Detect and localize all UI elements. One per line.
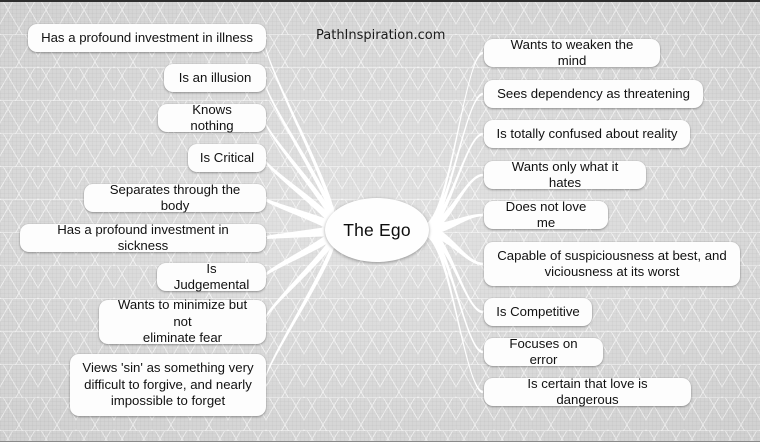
branch-curve bbox=[423, 224, 483, 314]
branch-node-label: Is totally confused about reality bbox=[496, 125, 678, 141]
branch-node[interactable]: Separates through the body bbox=[84, 181, 266, 214]
branch-node-label: Separates through the body bbox=[109, 181, 241, 214]
branch-node[interactable]: Wants to weaken the mind bbox=[484, 36, 660, 69]
branch-node[interactable]: Is an illusion bbox=[164, 64, 266, 92]
branch-node[interactable]: Views 'sin' as something very difficult … bbox=[70, 354, 266, 416]
branch-node[interactable]: Focuses on error bbox=[484, 335, 603, 368]
branch-curve bbox=[264, 224, 336, 279]
branch-node-label: Is Judgemental bbox=[173, 260, 250, 293]
branch-node-label: Is an illusion bbox=[178, 69, 252, 85]
branch-node[interactable]: Is Competitive bbox=[484, 298, 592, 326]
branch-node-label: Does not love me bbox=[505, 198, 587, 231]
branch-curve bbox=[264, 224, 336, 240]
watermark-text: PathInspiration.com bbox=[316, 28, 446, 43]
center-node-label: The Ego bbox=[343, 219, 411, 240]
branch-node[interactable]: Is totally confused about reality bbox=[484, 120, 690, 148]
branch-curve bbox=[423, 92, 483, 236]
branch-node[interactable]: Wants only what it hates bbox=[484, 158, 646, 191]
center-node[interactable]: The Ego bbox=[325, 198, 429, 262]
branch-curve bbox=[264, 224, 336, 324]
branch-curve bbox=[264, 196, 336, 236]
branch-node-label: Has a profound investment in illness bbox=[41, 29, 253, 45]
branch-node[interactable]: Is certain that love is dangerous bbox=[484, 375, 691, 408]
branch-node-label: Is Competitive bbox=[496, 303, 580, 319]
branch-node-label: Focuses on error bbox=[509, 335, 578, 368]
branch-node-label: Is certain that love is dangerous bbox=[527, 375, 648, 408]
branch-node-label: Wants to weaken the mind bbox=[510, 36, 634, 69]
branch-node[interactable]: Has a profound investment in illness bbox=[28, 24, 266, 52]
branch-node-label: Is Critical bbox=[199, 149, 255, 165]
branch-node[interactable]: Is Judgemental bbox=[157, 260, 266, 293]
branch-node-label: Knows nothing bbox=[190, 101, 234, 134]
branch-node[interactable]: Has a profound investment in sickness bbox=[20, 221, 266, 254]
branch-node[interactable]: Capable of suspiciousness at best, and v… bbox=[484, 242, 740, 286]
branch-node[interactable]: Is Critical bbox=[188, 144, 266, 172]
branch-node[interactable]: Does not love me bbox=[484, 198, 608, 231]
branch-node-label: Views 'sin' as something very difficult … bbox=[82, 360, 254, 409]
branch-node[interactable]: Wants to minimize but not eliminate fear bbox=[99, 297, 266, 346]
branch-node-label: Has a profound investment in sickness bbox=[57, 221, 229, 254]
branch-curve bbox=[264, 156, 336, 236]
branch-node[interactable]: Sees dependency as threatening bbox=[484, 80, 703, 108]
branch-node-label: Capable of suspiciousness at best, and v… bbox=[497, 247, 727, 280]
branch-node-label: Sees dependency as threatening bbox=[497, 85, 690, 101]
branch-curve bbox=[423, 224, 483, 394]
branch-node[interactable]: Knows nothing bbox=[158, 101, 266, 134]
branch-node-label: Wants to minimize but not eliminate fear bbox=[117, 297, 248, 346]
branch-curve bbox=[423, 173, 483, 236]
branch-node-label: Wants only what it hates bbox=[511, 158, 619, 191]
branch-curve bbox=[264, 116, 336, 236]
